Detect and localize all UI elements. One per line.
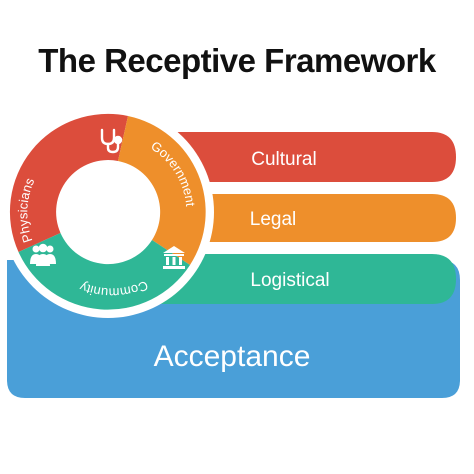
diagram-title: The Receptive Framework bbox=[38, 42, 436, 79]
cultural-label: Cultural bbox=[251, 149, 316, 170]
logistical-bar bbox=[140, 254, 456, 304]
community-segment bbox=[18, 233, 190, 310]
cultural-bar bbox=[140, 132, 456, 182]
people-group-icon bbox=[30, 243, 56, 266]
government-building-icon bbox=[163, 246, 185, 269]
acceptance-label: Acceptance bbox=[154, 340, 311, 373]
logistical-label: Logistical bbox=[250, 270, 329, 291]
physicians-segment bbox=[9, 113, 128, 253]
stethoscope-icon bbox=[100, 128, 123, 154]
legal-label: Legal bbox=[250, 209, 297, 230]
legal-bar bbox=[140, 194, 456, 242]
government-segment bbox=[118, 116, 206, 265]
